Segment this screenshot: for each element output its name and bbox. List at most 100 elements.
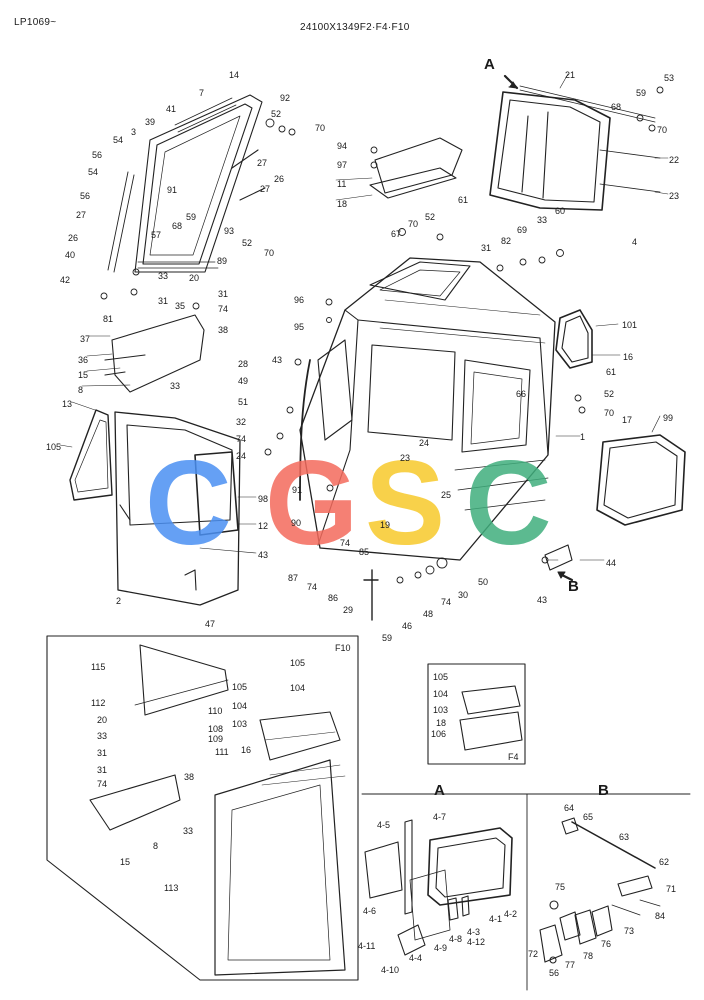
door-glass-left xyxy=(69,409,113,501)
bracket-b xyxy=(544,544,573,571)
part-callout: 20 xyxy=(189,273,200,283)
part-callout: 52 xyxy=(242,238,253,248)
part-callout: 92 xyxy=(280,93,291,103)
part-callout: 4-9 xyxy=(434,943,448,953)
section-a-label: A xyxy=(434,782,445,799)
part-callout: 70 xyxy=(657,125,668,135)
part-callout: 103 xyxy=(433,705,449,715)
view-b-label: B xyxy=(568,578,579,595)
part-callout: 77 xyxy=(565,960,576,970)
part-callout: 15 xyxy=(120,857,131,867)
part-callout: 115 xyxy=(91,662,106,672)
part-callout: 89 xyxy=(217,256,228,266)
part-callout: 76 xyxy=(601,939,612,949)
part-callout: 70 xyxy=(264,248,275,258)
part-callout: 46 xyxy=(402,621,413,631)
part-callout: 60 xyxy=(555,206,566,216)
part-callout: 106 xyxy=(431,729,447,739)
part-callout: 26 xyxy=(68,233,79,243)
part-callout: 53 xyxy=(664,73,675,83)
part-callout: 38 xyxy=(184,772,195,782)
part-callout: 67 xyxy=(391,229,402,239)
part-callout: 84 xyxy=(655,911,666,921)
part-callout: 56 xyxy=(80,191,91,201)
part-callout: 15 xyxy=(78,370,89,380)
part-callout: 97 xyxy=(337,160,348,170)
sun-visor xyxy=(104,314,205,393)
part-callout: 4-2 xyxy=(504,909,518,919)
part-callout: 68 xyxy=(172,221,183,231)
catalog-code-center: 24100X1349F2·F4·F10 xyxy=(300,22,410,33)
part-callout: 32 xyxy=(236,417,247,427)
part-callout: 66 xyxy=(516,389,527,399)
part-callout: 105 xyxy=(46,442,62,452)
part-callout: 47 xyxy=(205,619,216,629)
part-callout: 49 xyxy=(238,376,249,386)
part-callout: 22 xyxy=(669,155,680,165)
part-callout: 69 xyxy=(517,225,528,235)
part-callout: 37 xyxy=(80,334,91,344)
section-a-detail xyxy=(364,819,513,956)
part-callout: 4-4 xyxy=(409,953,423,963)
part-callout: 50 xyxy=(478,577,489,587)
part-callout: 109 xyxy=(208,734,224,744)
part-callout: 14 xyxy=(229,70,240,80)
hardware-items xyxy=(100,86,664,584)
part-callout: 7 xyxy=(199,88,205,98)
part-callout: 28 xyxy=(238,359,249,369)
part-callout: 31 xyxy=(218,289,229,299)
part-callout: 42 xyxy=(60,275,71,285)
side-window xyxy=(596,434,686,526)
part-callout: 4-11 xyxy=(358,941,376,951)
sliding-window-frame xyxy=(489,74,661,211)
part-callout: 4-10 xyxy=(381,965,400,975)
part-callout: 87 xyxy=(288,573,299,583)
part-callout: 103 xyxy=(232,719,248,729)
part-callout: 20 xyxy=(97,715,108,725)
part-callout: 74 xyxy=(441,597,452,607)
part-callout: 36 xyxy=(78,355,89,365)
part-callout: 62 xyxy=(659,857,670,867)
f4-label: F4 xyxy=(508,752,519,762)
part-callout: 4-6 xyxy=(363,906,377,916)
part-callout: 65 xyxy=(583,812,594,822)
part-callout: 18 xyxy=(337,199,348,209)
part-callout: 2 xyxy=(116,596,122,606)
roof-hatch xyxy=(369,137,463,199)
view-b-arrow-head xyxy=(557,571,566,579)
part-callout: 11 xyxy=(337,179,347,189)
part-callout: 31 xyxy=(481,243,492,253)
part-callout: 33 xyxy=(170,381,181,391)
part-callout: 33 xyxy=(537,215,548,225)
part-callout: 91 xyxy=(167,185,178,195)
part-callout: 31 xyxy=(97,765,108,775)
part-callout: 4-8 xyxy=(449,934,463,944)
part-callout: 54 xyxy=(88,167,99,177)
part-callout: 70 xyxy=(604,408,615,418)
f10-inset xyxy=(46,635,359,981)
part-callout: 24 xyxy=(236,451,247,461)
part-callout: 54 xyxy=(113,135,124,145)
part-callout: 52 xyxy=(604,389,615,399)
part-callout: 41 xyxy=(166,104,177,114)
part-callout: 86 xyxy=(328,593,339,603)
part-callout: 61 xyxy=(606,367,617,377)
part-callout: 25 xyxy=(441,490,452,500)
part-callout: 31 xyxy=(97,748,108,758)
part-callout: 35 xyxy=(175,301,186,311)
section-b-label: B xyxy=(598,782,609,799)
part-callout: 51 xyxy=(238,397,249,407)
part-callout: 99 xyxy=(663,413,674,423)
part-callout: 98 xyxy=(258,494,269,504)
part-callout: 73 xyxy=(624,926,635,936)
part-callout: 61 xyxy=(458,195,469,205)
part-callout: 4-12 xyxy=(467,937,486,947)
part-callout: 101 xyxy=(622,320,638,330)
part-callout: 70 xyxy=(315,123,326,133)
part-callout: 27 xyxy=(76,210,87,220)
watermark-letter-g: G xyxy=(265,436,358,570)
part-callout: 43 xyxy=(272,355,283,365)
part-callout: 104 xyxy=(290,683,306,693)
part-callout: 24 xyxy=(419,438,430,448)
